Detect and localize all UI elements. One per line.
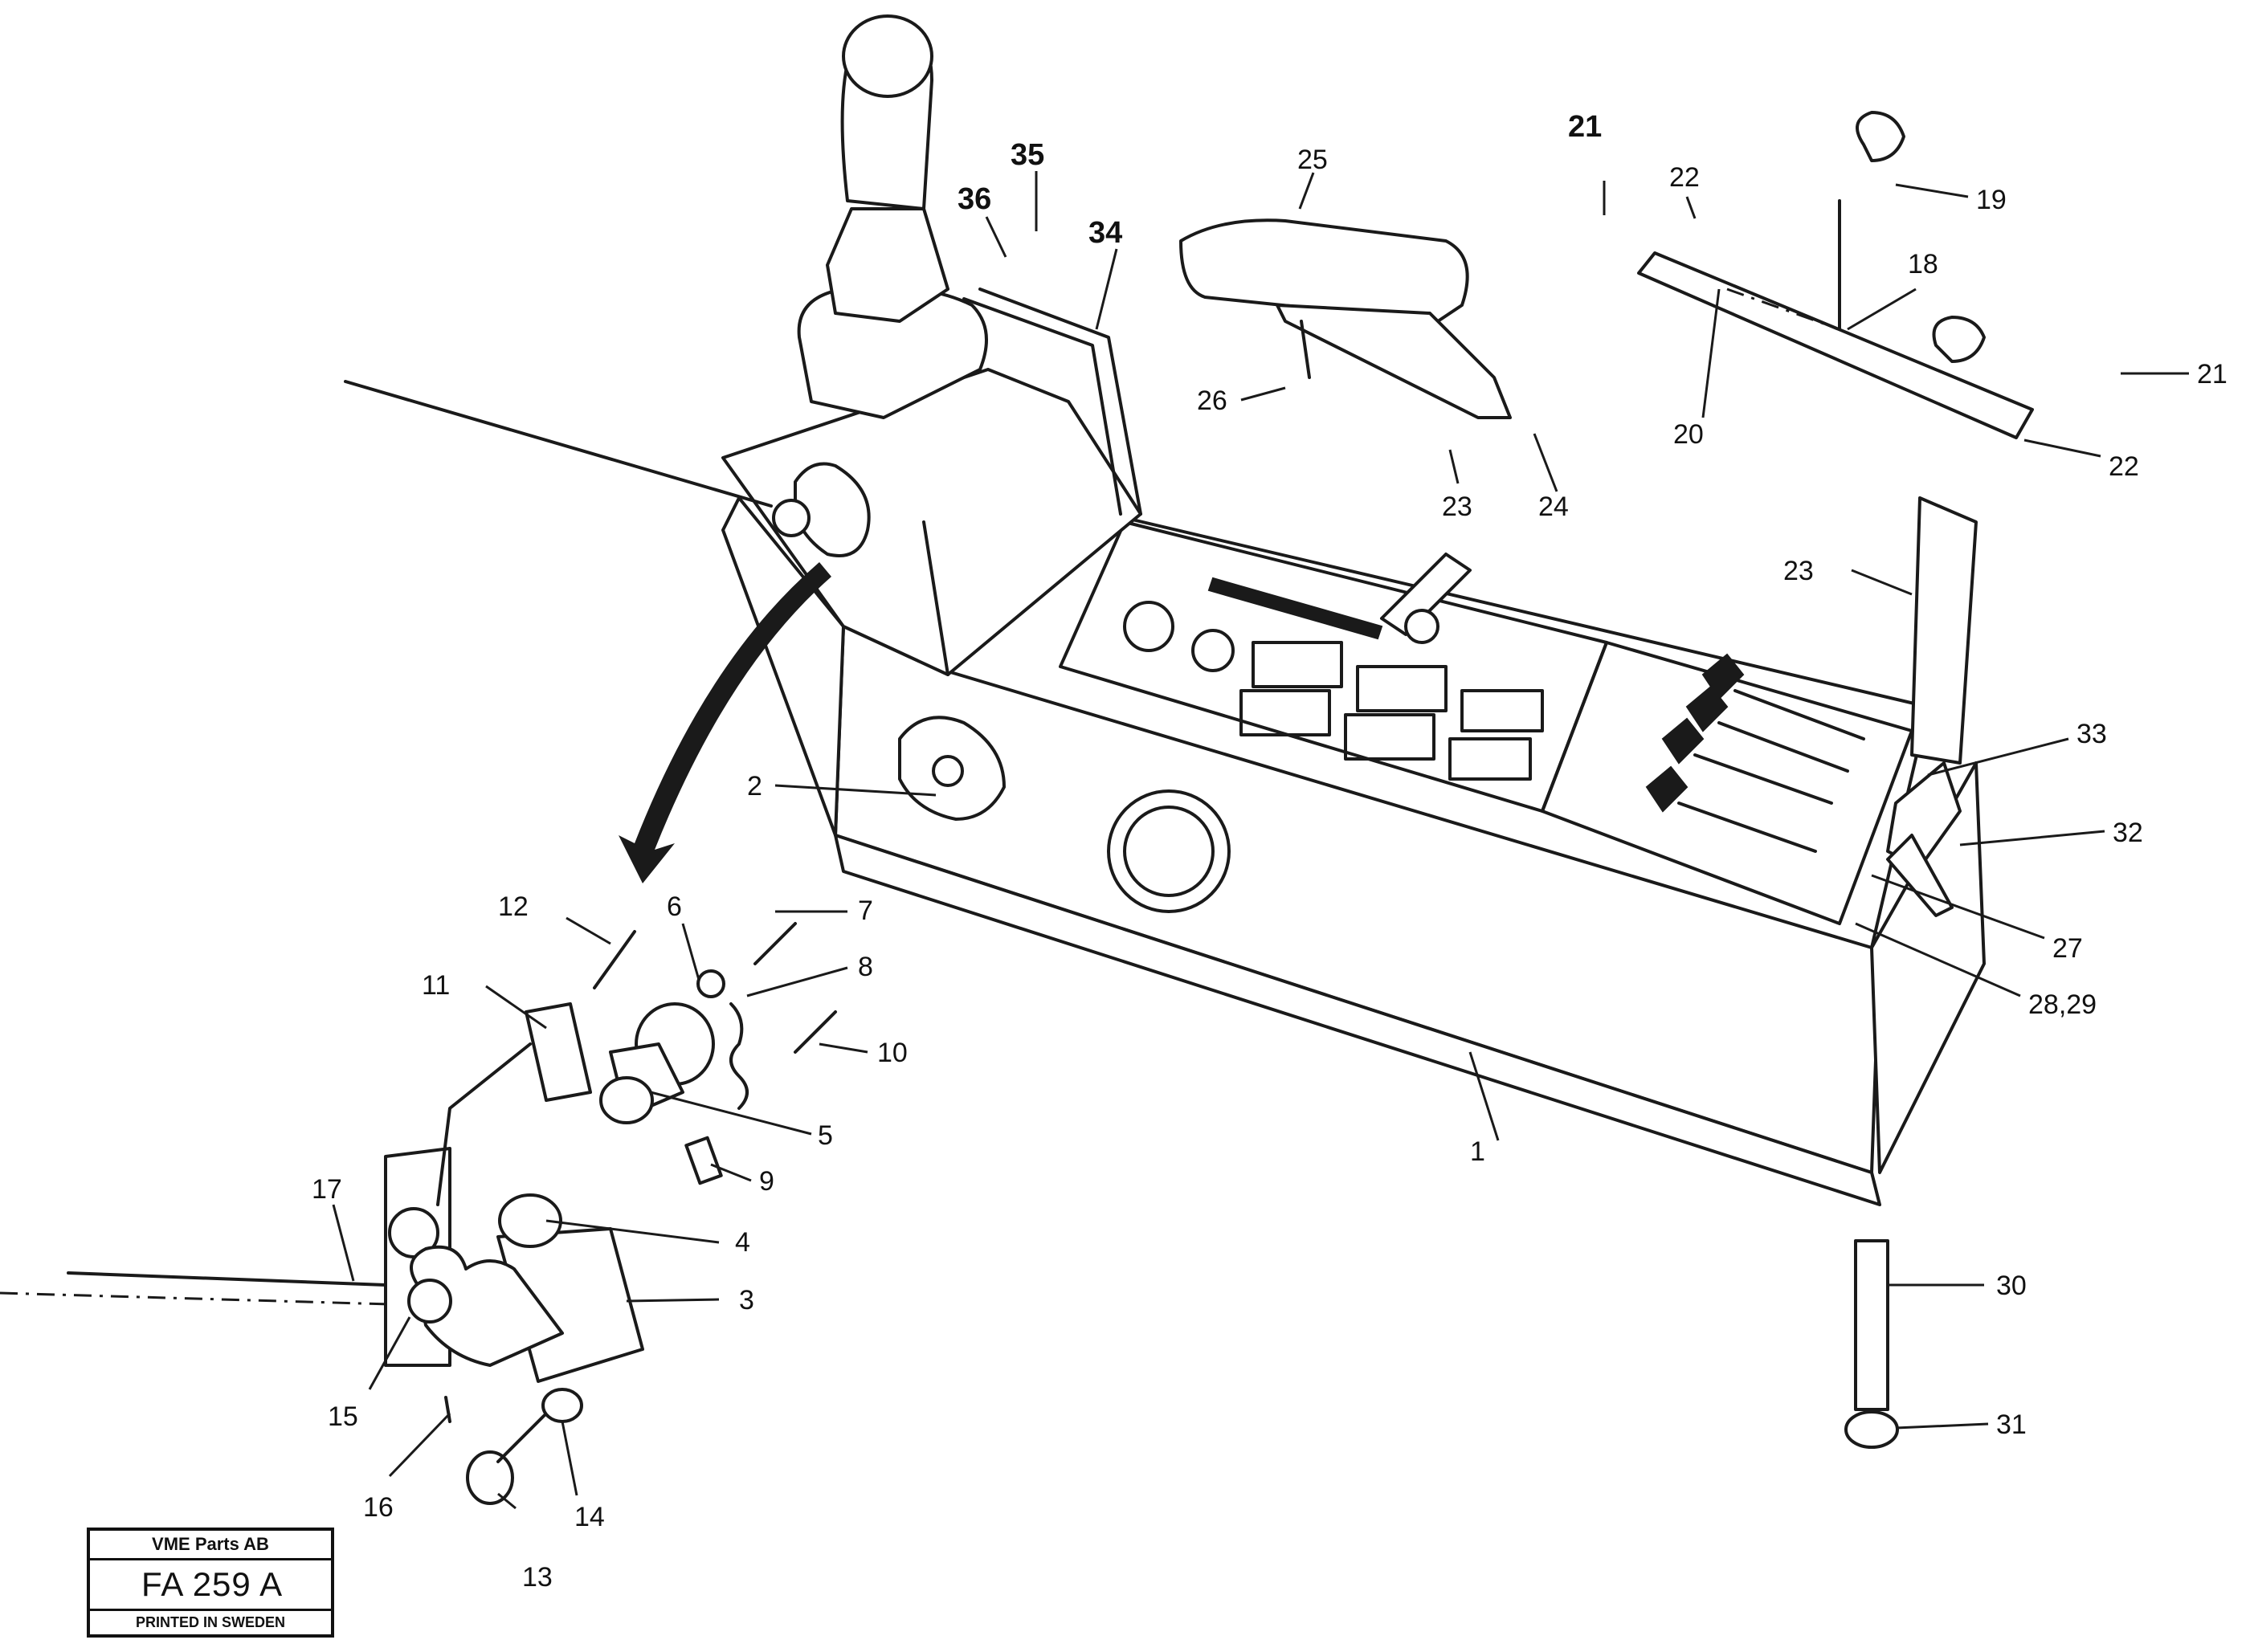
callout-11: 11	[422, 970, 450, 1001]
callout-32: 32	[2113, 818, 2143, 848]
bracket-plate	[1637, 111, 2034, 439]
callout-20: 20	[1673, 419, 1704, 450]
callout-14: 14	[574, 1502, 605, 1532]
title-block-printed: PRINTED IN SWEDEN	[135, 1614, 285, 1630]
callout-7: 7	[858, 895, 873, 926]
callout-35: 35	[1011, 138, 1044, 172]
callout-27: 27	[2052, 933, 2083, 964]
callout-23-armrest: 23	[1442, 492, 1472, 522]
callout-17: 17	[312, 1174, 342, 1205]
callout-2: 2	[747, 771, 762, 802]
callout-16: 16	[363, 1492, 394, 1523]
callout-22-right: 22	[2109, 451, 2139, 482]
callout-21-right: 21	[2197, 359, 2228, 390]
callout-18: 18	[1908, 249, 1938, 279]
side-post	[1844, 496, 1978, 1449]
callout-23-bracket: 23	[1783, 556, 1814, 586]
detail-arrow	[619, 562, 831, 883]
title-block-code: FA 259 A	[90, 1560, 331, 1611]
callout-22-top: 22	[1669, 162, 1700, 193]
callout-28-29: 28,29	[2028, 989, 2097, 1020]
callout-30: 30	[1996, 1271, 2027, 1301]
callout-21-top: 21	[1568, 110, 1602, 144]
callout-34: 34	[1088, 216, 1122, 250]
callout-26: 26	[1197, 385, 1227, 416]
callout-31: 31	[1996, 1409, 2027, 1440]
exploded-detail	[0, 922, 837, 1505]
callout-4: 4	[735, 1227, 750, 1258]
callout-6: 6	[667, 891, 682, 922]
callout-24: 24	[1538, 492, 1569, 522]
console-housing	[721, 288, 1986, 1206]
tower-lever	[344, 380, 871, 557]
callout-36: 36	[958, 182, 991, 216]
callout-leaders	[332, 171, 2189, 1510]
callout-5: 5	[818, 1120, 833, 1151]
callout-15: 15	[328, 1401, 358, 1432]
title-block-company: VME Parts AB	[90, 1531, 331, 1560]
callout-8: 8	[858, 952, 873, 982]
armrest	[1179, 218, 1512, 419]
callout-3: 3	[739, 1285, 754, 1315]
callout-13: 13	[522, 1562, 553, 1593]
callout-33: 33	[2076, 719, 2107, 749]
title-block: VME Parts AB FA 259 A PRINTED IN SWEDEN	[87, 1528, 334, 1638]
callout-10: 10	[877, 1038, 908, 1068]
callout-9: 9	[759, 1166, 774, 1197]
callout-19: 19	[1976, 185, 2007, 215]
callout-labels: 1 2 3 4 5 6 7 8 9 10 11 12 13 14 15 16 1…	[312, 110, 2228, 1593]
callout-12: 12	[498, 891, 529, 922]
gear-lever	[797, 14, 988, 419]
callout-25: 25	[1297, 145, 1328, 175]
callout-1: 1	[1470, 1136, 1485, 1167]
